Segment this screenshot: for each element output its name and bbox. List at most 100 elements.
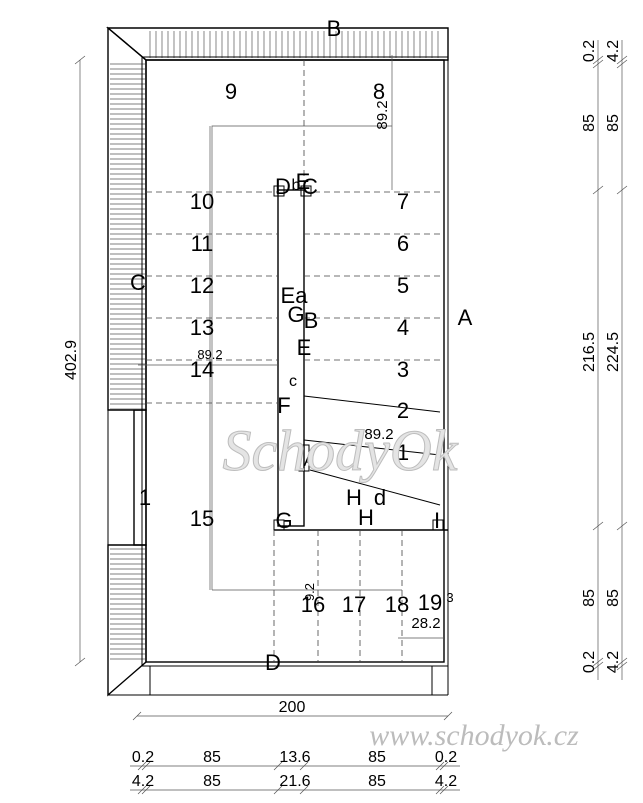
bottom-dim-value: 0.2 — [435, 749, 457, 766]
drawing-line — [299, 785, 309, 795]
walk-dim: 89.2 — [197, 347, 222, 362]
drawing-line — [137, 785, 147, 795]
drawing-line — [141, 785, 151, 795]
point-label: H — [358, 505, 374, 530]
step-number: 1 — [397, 440, 409, 465]
step-number: 9 — [225, 79, 237, 104]
right-dim-value: 85 — [581, 114, 598, 132]
point-label: E — [296, 169, 311, 194]
step-number: 8 — [373, 79, 385, 104]
bottom-dim-value: 4.2 — [435, 773, 457, 790]
drawing-line — [592, 657, 604, 667]
walk-dim: 9.2 — [302, 583, 317, 601]
right-dim-value: 85 — [581, 589, 598, 607]
wall-label-left: C — [130, 270, 146, 295]
drawing-line — [435, 785, 445, 795]
point-label: 3 — [446, 590, 453, 605]
drawing-line — [299, 761, 309, 771]
drawing-line — [616, 59, 628, 69]
step-number: 4 — [397, 315, 409, 340]
bottom-dim-value: 85 — [203, 773, 221, 790]
right-dim-ticks — [592, 55, 628, 671]
point-label: d — [374, 485, 386, 510]
point-label: Ea — [281, 283, 309, 308]
point-label: b — [292, 177, 301, 194]
point-label: H — [346, 485, 362, 510]
step-number: 13 — [190, 315, 214, 340]
walk-dim: 28.2 — [411, 615, 440, 632]
step-number: 6 — [397, 231, 409, 256]
right-dim-value: 224.5 — [605, 332, 622, 372]
walk-dim: 89.2 — [374, 100, 391, 129]
step-number: 18 — [385, 592, 409, 617]
point-label: B — [304, 308, 319, 333]
right-dim-value: 0.2 — [581, 651, 598, 673]
bottom-dim-value: 85 — [368, 749, 386, 766]
drawing-line — [616, 185, 628, 195]
drawing-line — [616, 55, 628, 65]
step-number: 1 — [139, 485, 151, 510]
step-number: 12 — [190, 273, 214, 298]
bottom-total-dim: 200 — [279, 699, 306, 716]
point-label: c — [289, 373, 297, 390]
website-url: www.schodyok.cz — [369, 719, 579, 752]
step-number: 5 — [397, 273, 409, 298]
point-label: D — [275, 174, 291, 199]
drawing-line — [439, 761, 449, 771]
central-stringer — [273, 185, 444, 531]
right-dim-value: 85 — [605, 114, 622, 132]
drawing-line — [592, 521, 604, 531]
step-number: 19 — [418, 590, 442, 615]
drawing-line — [435, 761, 445, 771]
left-dim-value: 402.9 — [63, 340, 80, 380]
right-dim-value: 85 — [605, 589, 622, 607]
bottom-dim-value: 85 — [203, 749, 221, 766]
point-label: A — [304, 453, 315, 470]
room-outline — [108, 56, 449, 696]
drawing-line — [592, 661, 604, 671]
drawing-line — [616, 661, 628, 671]
drawing-line — [592, 59, 604, 69]
drawing-line — [592, 55, 604, 65]
drawing-line — [273, 761, 283, 771]
step-number: 15 — [190, 506, 214, 531]
right-dim-value: 0.2 — [581, 40, 598, 62]
walk-dim: 89.2 — [364, 426, 393, 443]
bottom-dim-ticks — [137, 761, 449, 795]
drawing-line — [616, 657, 628, 667]
right-dim-value: 4.2 — [605, 40, 622, 62]
step-number: 16 — [301, 592, 325, 617]
bottom-dim-value: 13.6 — [279, 749, 310, 766]
tread-lines — [146, 60, 444, 590]
bottom-dimensions: 200 0.2 85 13.6 85 0.2 4.2 85 21.6 85 4.… — [130, 699, 460, 795]
bottom-dim-value: 0.2 — [132, 749, 154, 766]
step-number: 2 — [397, 398, 409, 423]
drawing-line — [273, 785, 283, 795]
right-dim-value: 4.2 — [605, 651, 622, 673]
walking-line — [138, 55, 393, 590]
step-number: 7 — [397, 189, 409, 214]
drawing-line — [439, 785, 449, 795]
drawing-line — [141, 761, 151, 771]
right-dim-value: 216.5 — [581, 332, 598, 372]
left-dimension: 402.9 — [63, 55, 86, 667]
hatch-lines — [110, 31, 439, 660]
point-label: I — [434, 508, 440, 533]
winder-lines — [303, 395, 441, 506]
wall-label-right: A — [458, 305, 473, 330]
wall-hatching — [106, 26, 449, 697]
point-label: E — [297, 335, 312, 360]
drawing-line — [616, 521, 628, 531]
point-label: G — [287, 302, 304, 327]
bottom-flight — [212, 529, 448, 662]
step-number: 14 — [190, 357, 214, 382]
wall-label-bottom: D — [265, 650, 281, 675]
right-dimensions: 0.2 85 216.5 85 0.2 4.2 85 224.5 85 4.2 — [581, 40, 628, 680]
step-number: 3 — [397, 357, 409, 382]
drawing-line — [137, 761, 147, 771]
wall-label-top: B — [327, 16, 342, 41]
drawing-line — [592, 185, 604, 195]
point-label: G — [275, 508, 292, 533]
watermark: SchodyOk — [222, 418, 458, 483]
